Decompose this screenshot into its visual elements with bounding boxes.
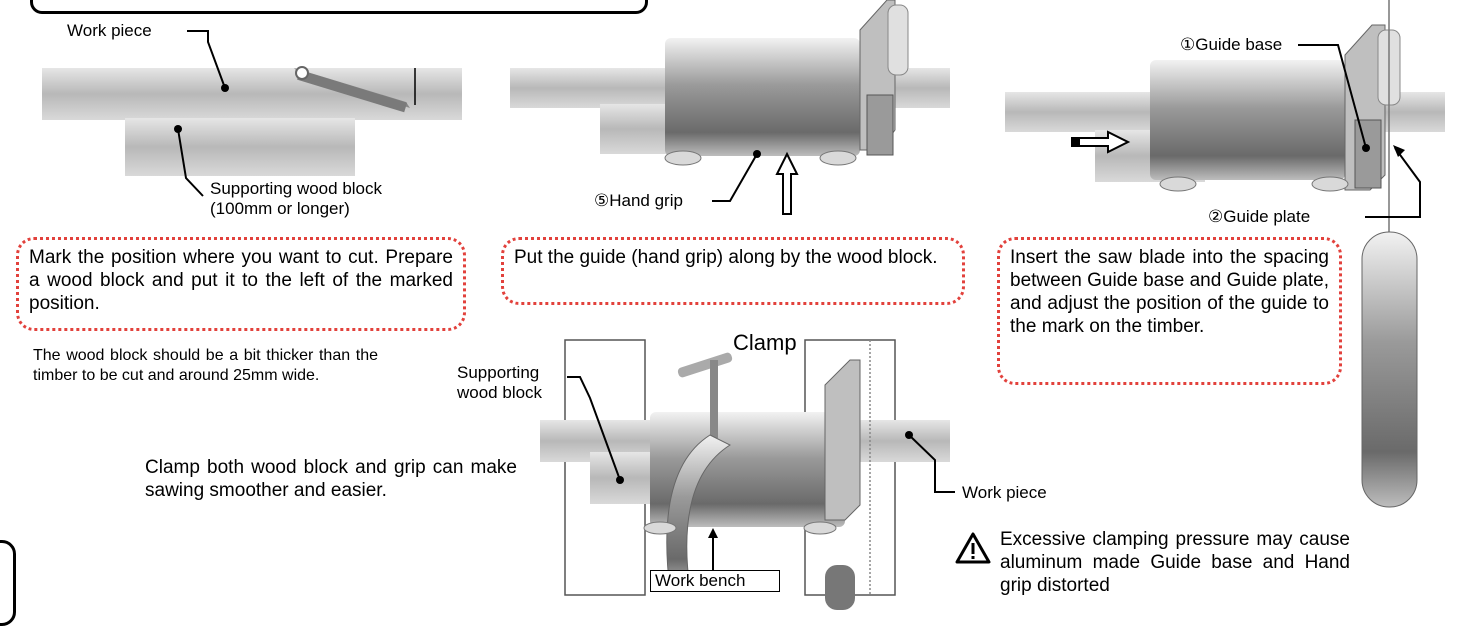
warning-triangle-icon xyxy=(955,532,991,564)
insert-arrow-right xyxy=(1071,130,1131,154)
step4-illustration xyxy=(540,339,950,610)
step3-text: Insert the saw blade into the spacing be… xyxy=(1010,247,1330,337)
header-tab xyxy=(30,0,648,14)
step2-text: Put the guide (hand grip) along by the w… xyxy=(514,247,938,268)
step3-box: Insert the saw blade into the spacing be… xyxy=(997,237,1342,385)
guide-base-label: ①Guide base xyxy=(1180,35,1283,54)
step2-illustration xyxy=(510,0,950,166)
work-piece-label-2: Work piece xyxy=(962,483,1047,502)
supporting-label-line1: Supporting xyxy=(457,363,540,382)
step1-text: Mark the position where you want to cut.… xyxy=(29,247,453,314)
clamp-tip-note: Clamp both wood block and grip can make … xyxy=(145,457,517,501)
step2-box: Put the guide (hand grip) along by the w… xyxy=(501,237,965,305)
insert-arrow-icon xyxy=(775,151,799,215)
left-edge-corner xyxy=(0,540,16,626)
hand-grip-leader xyxy=(712,150,761,202)
clamp-leaders xyxy=(567,376,955,570)
step3-illustration xyxy=(1005,0,1445,508)
block-thickness-note: The wood block should be a bit thicker t… xyxy=(33,347,378,384)
step1-box: Mark the position where you want to cut.… xyxy=(16,237,466,331)
warning-text: Excessive clamping pressure may cause al… xyxy=(1000,529,1350,596)
supporting-block-label: Supporting wood block xyxy=(210,179,383,198)
supporting-block-length: (100mm or longer) xyxy=(210,199,350,218)
guide-leaders xyxy=(1298,44,1421,218)
supporting-label-line2: wood block xyxy=(457,383,543,402)
clamp-label: Clamp xyxy=(733,330,797,355)
work-piece-label: Work piece xyxy=(67,21,152,40)
guide-plate-label: ②Guide plate xyxy=(1208,207,1311,226)
work-piece-leader xyxy=(174,30,229,197)
step1-illustration xyxy=(42,66,462,176)
work-bench-label: Work bench xyxy=(650,570,780,592)
hand-grip-label: ⑤Hand grip xyxy=(594,191,683,210)
